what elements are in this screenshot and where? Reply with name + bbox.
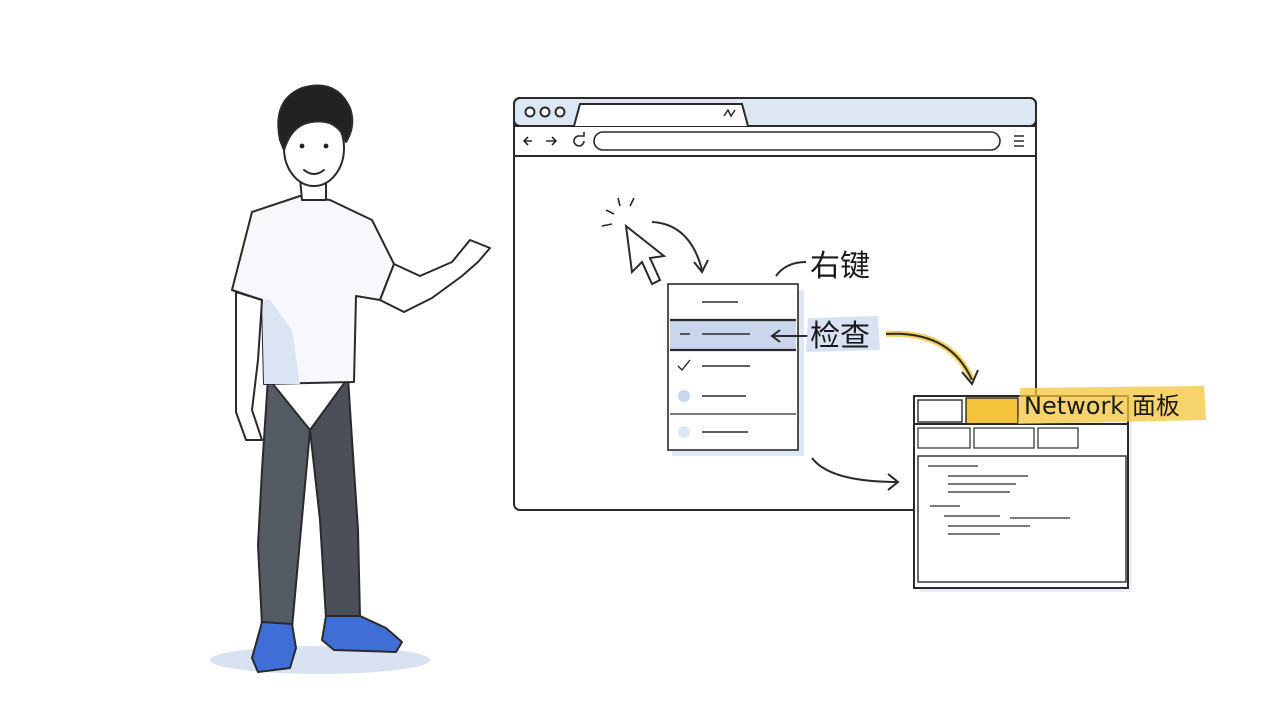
context-menu <box>667 283 804 456</box>
person-shirt-shade <box>262 300 300 384</box>
arrow-left-icon[interactable] <box>522 136 532 146</box>
address-bar[interactable] <box>593 131 1001 151</box>
request-rows <box>928 465 1070 535</box>
right-click-label: 右键 <box>810 249 870 284</box>
person-right-leg <box>309 377 361 619</box>
network-panel-label: Network 面板 <box>1024 392 1180 420</box>
window-close-dot[interactable] <box>524 106 536 118</box>
person-right-arm <box>379 239 491 313</box>
inspect-highlight-bg <box>806 316 880 352</box>
check-icon <box>677 359 691 372</box>
devtools-toolbar-cell-3[interactable] <box>1037 427 1079 449</box>
devtools-toolbar-cell-2[interactable] <box>973 427 1035 449</box>
person-left-shoe <box>251 621 297 673</box>
inspect-label: 检查 <box>810 319 870 354</box>
right-click-pointer-line <box>775 261 807 277</box>
context-menu-panel <box>667 283 799 451</box>
devtools-tab-elements[interactable] <box>917 399 963 423</box>
reload-icon[interactable] <box>573 132 585 147</box>
devtools-content <box>917 455 1127 583</box>
menu-item-bullet-icon <box>678 390 690 402</box>
menu-to-devtools-arrow <box>811 457 900 491</box>
window-minimize-dot[interactable] <box>539 106 551 118</box>
person-left-arm <box>235 291 263 441</box>
arrow-right-icon[interactable] <box>546 136 558 146</box>
hamburger-menu-icon[interactable] <box>1014 135 1024 147</box>
browser-tab[interactable] <box>573 103 749 127</box>
window-maximize-dot[interactable] <box>554 106 566 118</box>
inspect-pointer-line <box>770 329 808 343</box>
click-arrow <box>651 221 703 271</box>
devtools-toolbar-cell-1[interactable] <box>917 427 971 449</box>
devtools-window <box>913 395 1132 592</box>
pointer-cursor-icon <box>601 197 667 286</box>
person-left-leg <box>257 377 311 629</box>
network-label-highlight <box>1018 386 1206 424</box>
person-illustration <box>210 84 491 674</box>
person-right-shoe <box>321 615 403 653</box>
devtools-tab-network[interactable] <box>965 397 1019 425</box>
tab-favicon-icon <box>723 108 736 118</box>
person-hair <box>277 84 354 151</box>
